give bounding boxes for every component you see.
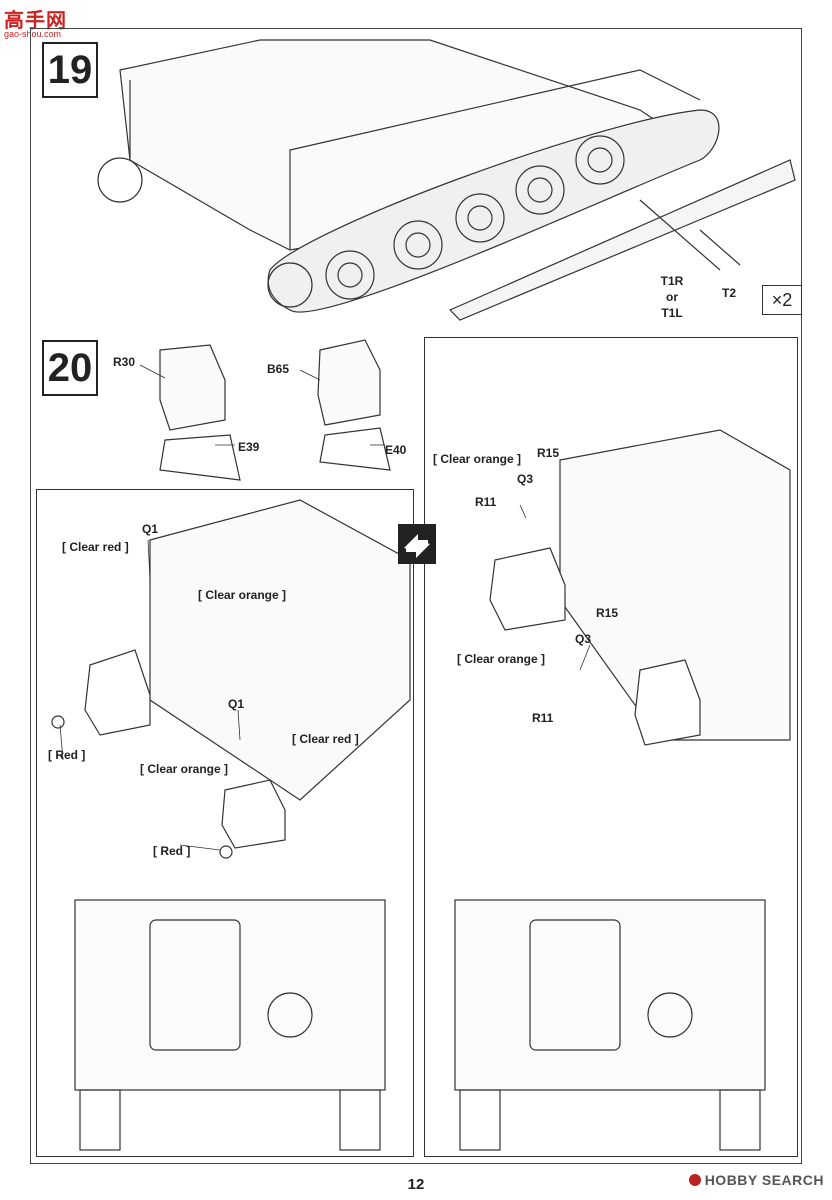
part-label-r15: R15 — [596, 606, 619, 620]
step-number-19: 19 — [42, 42, 98, 98]
color-label-clear-orange: [ Clear orange ] — [433, 452, 522, 466]
color-label-clear-orange: [ Clear orange ] — [457, 652, 546, 666]
brand-watermark: HOBBY SEARCH — [688, 1172, 824, 1188]
color-label-red: [ Red ] — [153, 844, 191, 858]
step-number-20: 20 — [42, 340, 98, 396]
color-label-red: [ Red ] — [48, 748, 86, 762]
part-label-e40: E40 — [385, 443, 407, 457]
color-label-clear-red: [ Clear red ] — [62, 540, 129, 554]
page-number: 12 — [407, 1176, 425, 1193]
part-label-t1r: T1R — [660, 274, 684, 288]
brand-logo-icon — [688, 1174, 701, 1186]
part-label-r30: R30 — [113, 355, 136, 369]
quantity-multiplier: ×2 — [762, 285, 802, 315]
part-label-q3: Q3 — [575, 632, 592, 646]
part-label-q3: Q3 — [517, 472, 534, 486]
part-label-q1: Q1 — [228, 697, 245, 711]
part-label-t1l: T1L — [661, 306, 683, 320]
brand-name: HOBBY SEARCH — [704, 1172, 824, 1188]
part-label-b65: B65 — [267, 362, 290, 376]
color-label-clear-red: [ Clear red ] — [292, 732, 359, 746]
part-label-r11: R11 — [532, 711, 554, 725]
left-assembly-panel — [36, 489, 414, 1157]
part-label-t2: T2 — [722, 286, 737, 300]
color-label-clear-orange: [ Clear orange ] — [198, 588, 287, 602]
watermark-subtitle: gao-shou.com — [4, 29, 62, 39]
watermark-logo: 高手网 gao-shou.com — [4, 4, 67, 39]
part-label-r11: R11 — [475, 495, 497, 509]
part-label-r15: R15 — [537, 446, 560, 460]
color-label-clear-orange: [ Clear orange ] — [140, 762, 229, 776]
part-label-e39: E39 — [238, 440, 260, 454]
right-assembly-panel — [424, 337, 798, 1157]
instruction-sheet — [30, 28, 802, 1164]
part-label-or: or — [666, 290, 678, 304]
watermark-title: 高手网 — [4, 10, 67, 32]
part-label-q1: Q1 — [142, 522, 159, 536]
swap-arrows-icon — [398, 524, 436, 564]
